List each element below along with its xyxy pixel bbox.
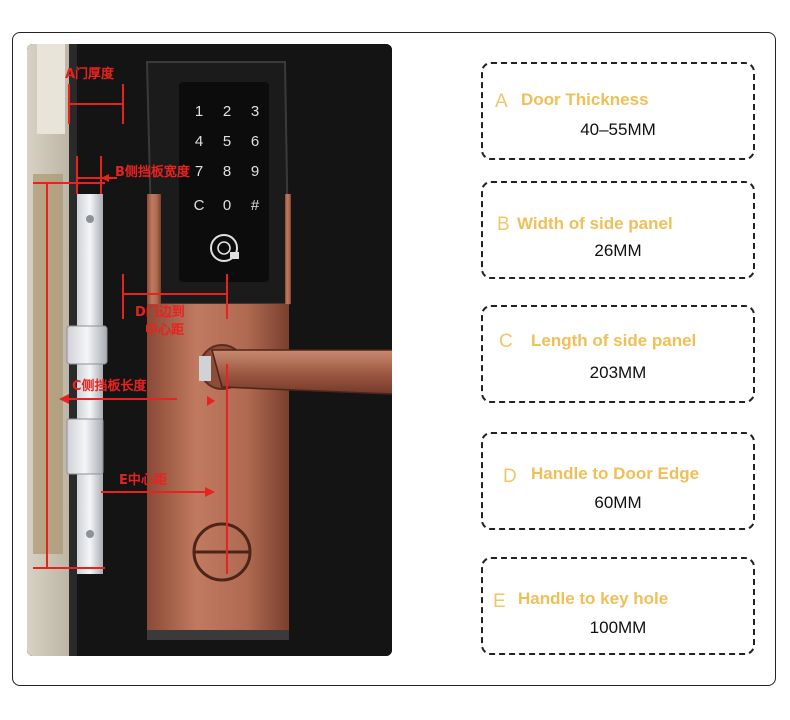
keypad-key: 8	[223, 163, 231, 180]
keypad-key: 0	[223, 197, 231, 214]
keypad-glass	[179, 82, 269, 282]
lever-handle	[211, 349, 392, 395]
label-a: A门厚度	[65, 66, 115, 82]
plate-top-edge	[147, 194, 161, 304]
latch-bolt	[66, 325, 108, 365]
handle-ring	[199, 356, 211, 381]
spec-title: Handle to Door Edge	[531, 464, 700, 483]
spec-title: Width of side panel	[517, 214, 673, 233]
label-e: E中心距	[119, 472, 167, 488]
spec-card-c: C Length of side panel 203MM	[481, 305, 755, 403]
annotation-lines	[33, 84, 228, 574]
keypad-key: 5	[223, 133, 231, 150]
spec-value: 100MM	[589, 618, 647, 637]
screw-icon	[86, 530, 94, 538]
keyhole-cover	[192, 522, 252, 582]
spec-letter: B	[497, 214, 510, 235]
plate-top-edge	[285, 194, 291, 304]
keypad-key: 9	[251, 163, 259, 180]
keypad-key: 6	[251, 133, 259, 150]
keypad-key: 7	[195, 163, 203, 180]
spec-value: 40–55MM	[580, 120, 656, 139]
spec-value: 26MM	[594, 241, 642, 260]
spec-title: Handle to key hole	[518, 589, 669, 608]
spec-card-a: A Door Thickness 40–55MM	[481, 62, 755, 160]
label-b: B侧挡板宽度	[115, 164, 191, 180]
spec-title: Length of side panel	[531, 331, 697, 350]
keypad-key: 3	[251, 103, 259, 120]
spec-title: Door Thickness	[521, 90, 649, 109]
keypad-key: 4	[195, 133, 203, 150]
keypad-key: #	[251, 197, 260, 214]
screw-icon	[86, 215, 94, 223]
plate-base	[147, 630, 289, 640]
label-d-line2: 中心距	[145, 322, 184, 338]
label-c: C侧挡板长度	[72, 378, 148, 394]
lock-photo: 1 2 3 4 5 6 7 8 9 C 0 #	[27, 44, 392, 656]
keypad-key: 2	[223, 103, 231, 120]
spec-card-e: E Handle to key hole 100MM	[481, 557, 755, 655]
side-panel	[77, 194, 103, 574]
keypad-keys: 1 2 3 4 5 6 7 8 9 C 0 #	[194, 103, 260, 214]
card-reader-icon	[210, 234, 239, 262]
keypad-key: 1	[195, 103, 203, 120]
spec-card-d: D Handle to Door Edge 60MM	[481, 432, 755, 530]
spec-value: 60MM	[594, 493, 642, 512]
keypad-key: C	[194, 197, 205, 214]
spec-card-b: B Width of side panel 26MM	[481, 181, 755, 279]
annotation-arrowheads	[59, 174, 215, 497]
spec-letter: C	[499, 331, 513, 352]
spec-value: 203MM	[589, 363, 647, 382]
spec-letter: E	[493, 591, 506, 612]
window	[37, 44, 65, 134]
spec-letter: A	[495, 91, 508, 112]
label-d-line1: D门边到	[135, 304, 185, 320]
deadbolt	[66, 418, 104, 475]
spec-letter: D	[503, 466, 517, 487]
